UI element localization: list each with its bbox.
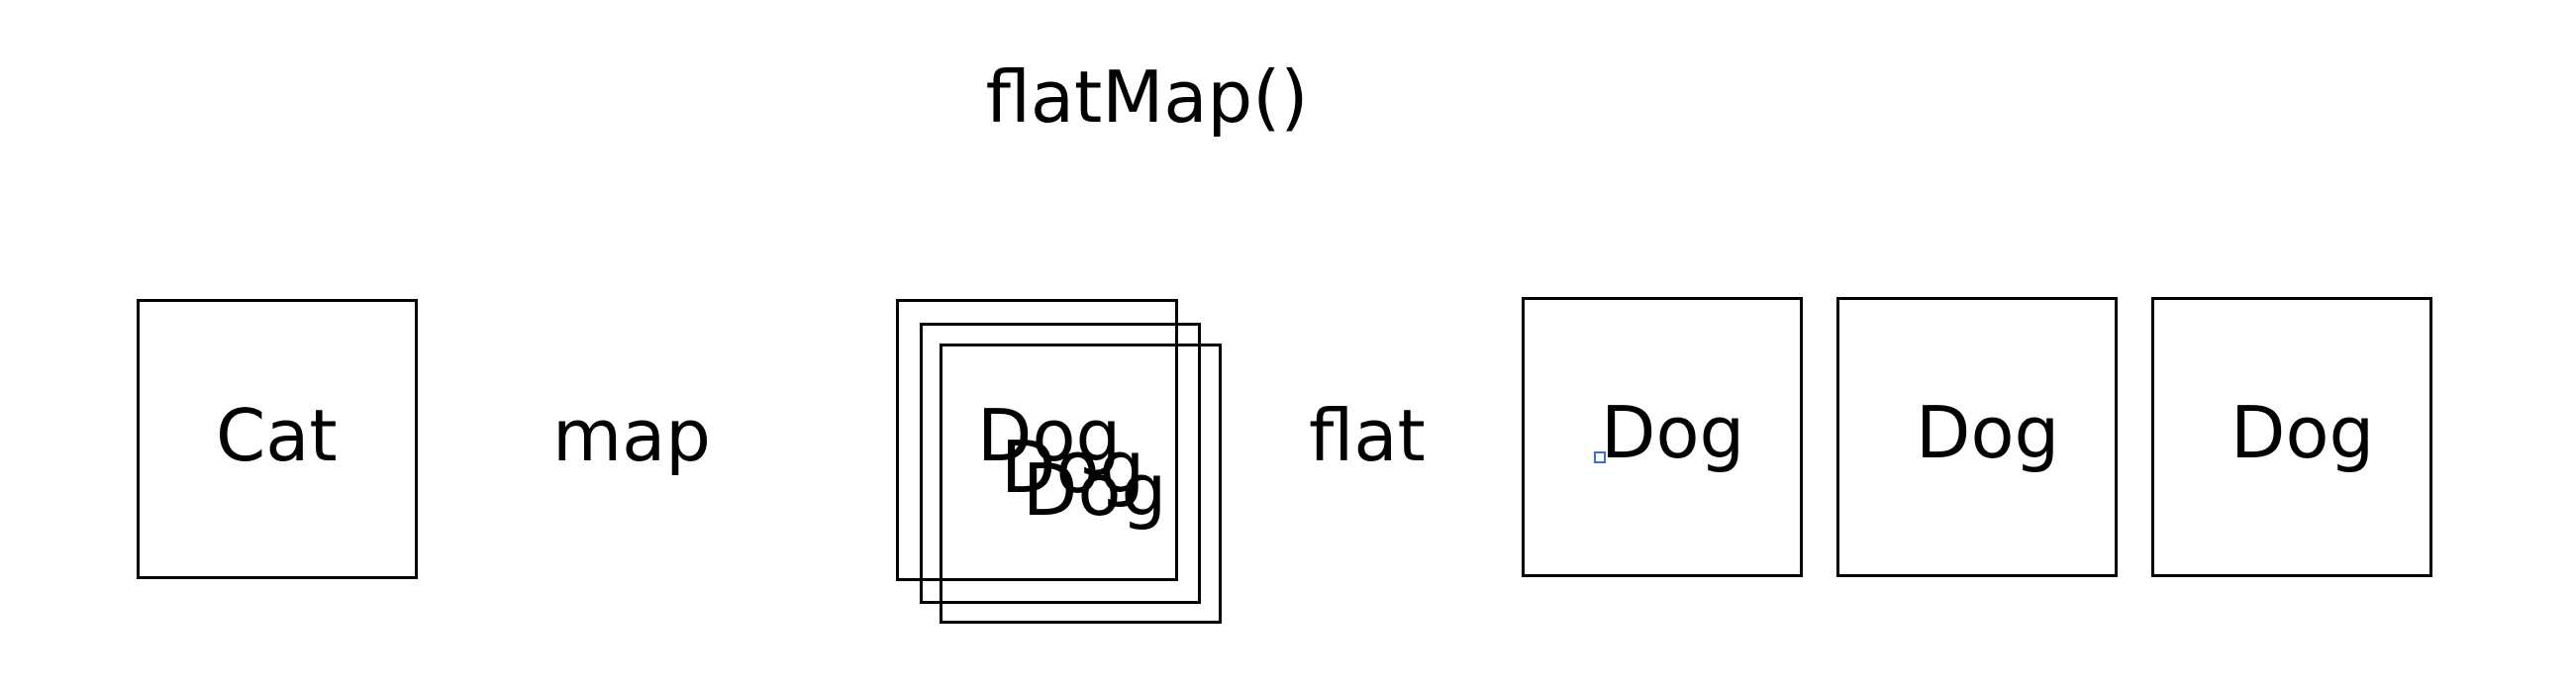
result-box-3[interactable] bbox=[2151, 297, 2432, 577]
result-box-2[interactable] bbox=[1836, 297, 2118, 577]
diagram-title: flatMap() bbox=[985, 55, 1309, 139]
result-box-label-1: Dog bbox=[1601, 391, 1745, 474]
mapped-box-3[interactable] bbox=[940, 344, 1222, 624]
result-box-label-3: Dog bbox=[2230, 391, 2375, 474]
mapped-box-label-2: Dog bbox=[1001, 426, 1145, 509]
flat-step-label: flat bbox=[1309, 394, 1426, 477]
mapped-box-2[interactable] bbox=[920, 323, 1201, 604]
selection-handle[interactable] bbox=[1594, 451, 1606, 463]
result-box-label-2: Dog bbox=[1916, 391, 2060, 474]
mapped-box-label-3: Dog bbox=[1023, 448, 1167, 532]
source-box-label: Cat bbox=[216, 394, 338, 477]
source-box[interactable] bbox=[137, 299, 418, 579]
map-step-label: map bbox=[552, 394, 711, 477]
mapped-box-1[interactable] bbox=[896, 299, 1178, 581]
mapped-box-label-1: Dog bbox=[977, 394, 1122, 477]
result-box-1[interactable] bbox=[1522, 297, 1803, 577]
